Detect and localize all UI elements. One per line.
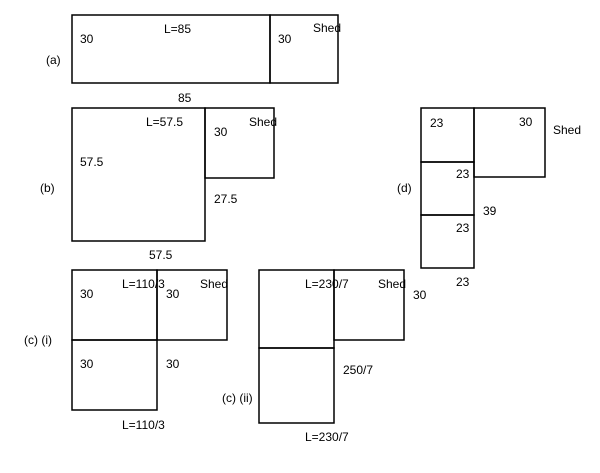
caption-c-ii: (c) (ii) [222, 391, 253, 405]
shed-c2-rectangle [333, 269, 405, 341]
shed-b-label: Shed [249, 115, 277, 129]
shed-c1-rectangle [156, 269, 228, 341]
pen-c1-bottom-left [71, 339, 158, 411]
shed-c2-label: Shed [378, 277, 406, 291]
pen-b-left-side: 57.5 [80, 155, 104, 169]
diagram-c-ii: (c) (ii) L=230/7 Shed 30 250/7 L=230/7 [222, 269, 427, 444]
pen-a-left-width: 30 [80, 32, 94, 46]
pen-d-middle-side: 23 [456, 167, 470, 181]
pen-d-top-side: 23 [430, 116, 444, 130]
pen-c1-top-left-side: 30 [80, 287, 94, 301]
pen-d-right-side: 39 [483, 204, 497, 218]
pen-c2-top-length: L=230/7 [305, 277, 349, 291]
caption-a: (a) [46, 53, 61, 67]
pen-b-square [71, 107, 206, 242]
pen-b-length: L=57.5 [146, 115, 183, 129]
shed-d-width: 30 [519, 115, 533, 129]
pen-d-lower [420, 214, 475, 269]
pen-c2-right-side: 250/7 [343, 363, 373, 377]
pen-c1-bottom-length: L=110/3 [122, 418, 165, 432]
shed-d-label: Shed [553, 123, 581, 137]
pen-b-bottom-length: 57.5 [149, 248, 173, 262]
shed-c2-right-width: 30 [413, 288, 427, 302]
caption-d: (d) [397, 181, 412, 195]
pen-c1-top-length: L=110/3 [122, 277, 165, 291]
pen-c2-bottom-length: L=230/7 [305, 430, 349, 444]
diagram-a: (a) 30 L=85 30 Shed 85 [46, 14, 341, 105]
pen-a-length: L=85 [164, 22, 191, 36]
pen-c1-bottom-left-side: 30 [80, 357, 94, 371]
shed-b-rectangle [204, 107, 275, 179]
pen-c2-bottom [258, 347, 335, 424]
pen-b-right-side: 27.5 [214, 192, 238, 206]
shed-d-rectangle [473, 107, 546, 178]
shed-b-width: 30 [214, 125, 228, 139]
caption-c-i: (c) (i) [24, 333, 52, 347]
diagram-d: (d) 23 30 Shed 23 23 39 23 [397, 107, 581, 289]
diagram-c-i: (c) (i) L=110/3 Shed 30 30 30 30 L=110/3 [24, 269, 228, 432]
shed-a-rectangle [269, 14, 339, 84]
shed-a-label: Shed [313, 21, 341, 35]
diagram-b: (b) L=57.5 57.5 30 Shed 27.5 57.5 [40, 107, 277, 262]
pen-a-bottom-length: 85 [178, 91, 192, 105]
pen-c1-top-right-side: 30 [166, 287, 180, 301]
pen-d-lower-side: 23 [456, 221, 470, 235]
shed-c1-label: Shed [200, 277, 228, 291]
pen-d-bottom-length: 23 [456, 275, 470, 289]
caption-b: (b) [40, 181, 55, 195]
pen-d-top [420, 107, 475, 163]
pen-c1-bottom-right-side: 30 [166, 357, 180, 371]
pen-a-right-width: 30 [278, 32, 292, 46]
